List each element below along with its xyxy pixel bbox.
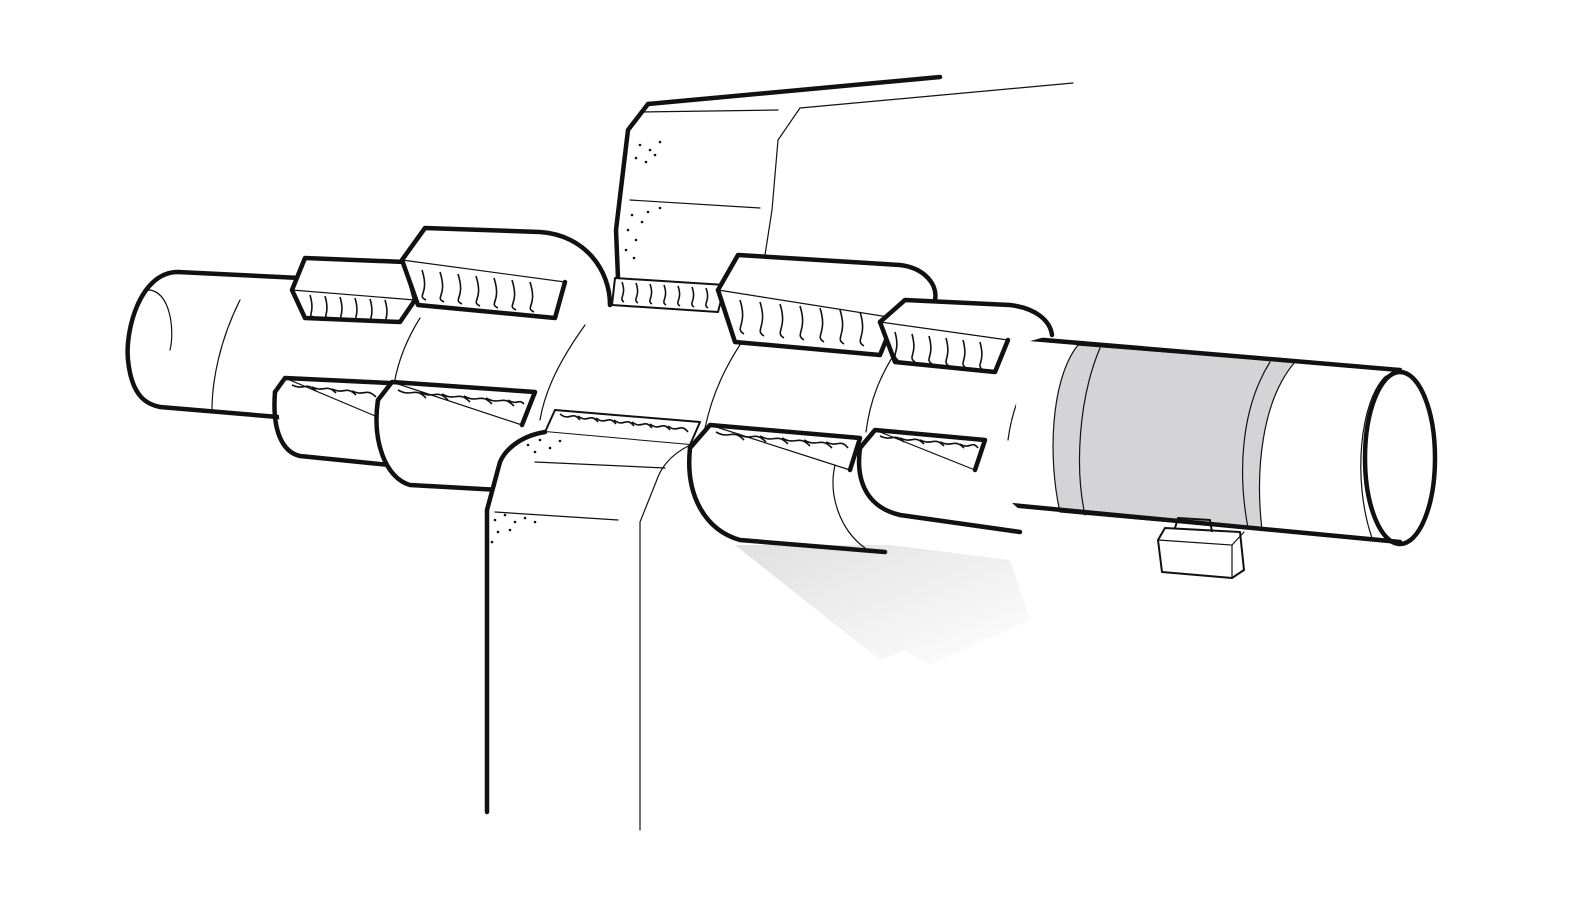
cast-shadow [735,545,1030,665]
wall-lower [484,429,691,831]
wall-texture-dots [624,140,662,260]
right-pipe [1007,335,1438,547]
wall-upper [613,74,1074,281]
wall-lower-texture-dots [490,438,562,544]
pipe-support [1157,517,1245,579]
upper-insulation-segments [289,225,1055,375]
metal-jacket-band [1052,344,1297,531]
lower-insulation-segments [272,375,1023,555]
